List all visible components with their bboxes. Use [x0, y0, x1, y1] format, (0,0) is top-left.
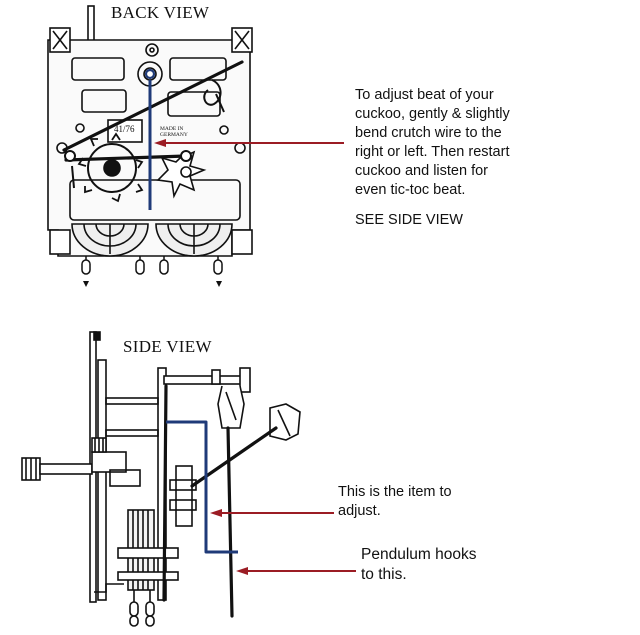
- plate-made-label: MADE IN GERMANY: [160, 126, 188, 138]
- side-view-title: SIDE VIEW: [123, 337, 212, 356]
- back-view-instructions: To adjust beat of your cuckoo, gently & …: [355, 87, 510, 198]
- plate-number: 41/76: [114, 124, 135, 134]
- adjust-item-note: This is the item to adjust.: [338, 484, 452, 519]
- back-view-title: BACK VIEW: [111, 3, 210, 22]
- see-side-view-note: SEE SIDE VIEW: [355, 212, 463, 228]
- pendulum-hook-note: Pendulum hooks to this.: [361, 546, 477, 583]
